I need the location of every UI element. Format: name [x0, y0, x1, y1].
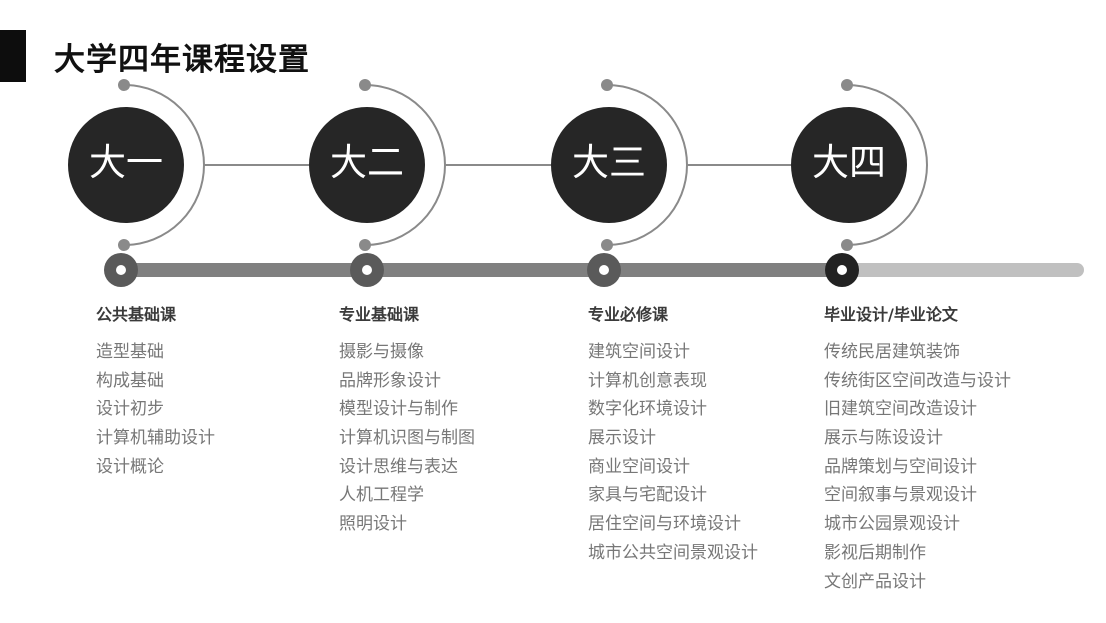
- year-arc: [846, 84, 928, 246]
- course-category-heading: 专业必修课: [588, 305, 669, 324]
- arc-end-dot: [118, 239, 130, 251]
- course-item: 家具与宅配设计: [588, 485, 707, 506]
- course-item: 传统街区空间改造与设计: [824, 370, 1011, 391]
- course-item: 城市公园景观设计: [824, 514, 960, 535]
- year-circle: [309, 107, 425, 223]
- course-category-heading: 公共基础课: [96, 305, 177, 324]
- year-circle: [68, 107, 184, 223]
- timeline-node-center: [837, 265, 847, 275]
- course-item: 计算机辅助设计: [96, 428, 215, 449]
- course-item: 造型基础: [96, 342, 164, 362]
- course-item: 展示与陈设设计: [824, 428, 943, 449]
- year-label: 大三: [572, 141, 646, 184]
- course-item: 设计思维与表达: [339, 456, 458, 477]
- timeline-node-center: [362, 265, 372, 275]
- course-item: 旧建筑空间改造设计: [824, 399, 977, 420]
- page-title: 大学四年课程设置: [54, 42, 310, 78]
- arc-end-dot: [841, 79, 853, 91]
- year-label: 大二: [330, 141, 404, 184]
- year-circle: [791, 107, 907, 223]
- course-item: 建筑空间设计: [588, 342, 690, 362]
- course-item: 展示设计: [588, 428, 656, 449]
- course-item: 居住空间与环境设计: [588, 514, 741, 535]
- course-item: 城市公共空间景观设计: [588, 542, 758, 563]
- course-item: 商业空间设计: [588, 456, 690, 477]
- course-item: 数字化环境设计: [588, 399, 707, 420]
- course-item: 照明设计: [339, 514, 407, 535]
- year-label: 大一: [89, 141, 163, 184]
- arc-end-dot: [841, 239, 853, 251]
- timeline-node-center: [116, 265, 126, 275]
- course-item: 设计初步: [96, 399, 164, 420]
- arc-end-dot: [359, 79, 371, 91]
- course-column: 专业基础课摄影与摄像品牌形象设计模型设计与制作计算机识图与制图设计思维与表达人机…: [339, 304, 475, 539]
- arc-end-dot: [601, 79, 613, 91]
- course-column: 公共基础课造型基础构成基础设计初步计算机辅助设计设计概论: [96, 304, 215, 481]
- course-item: 计算机创意表现: [588, 370, 707, 391]
- course-item: 品牌策划与空间设计: [824, 456, 977, 477]
- timeline-node-center: [599, 265, 609, 275]
- year-label: 大四: [812, 141, 886, 184]
- arc-end-dot: [601, 239, 613, 251]
- course-item: 人机工程学: [339, 485, 424, 506]
- course-column: 毕业设计/毕业论文传统民居建筑装饰传统街区空间改造与设计旧建筑空间改造设计展示与…: [824, 304, 1011, 596]
- course-item: 构成基础: [96, 370, 164, 391]
- course-item: 传统民居建筑装饰: [824, 342, 960, 362]
- course-column: 专业必修课建筑空间设计计算机创意表现数字化环境设计展示设计商业空间设计家具与宅配…: [588, 304, 758, 568]
- arc-end-dot: [359, 239, 371, 251]
- course-item: 文创产品设计: [824, 571, 926, 592]
- course-item: 品牌形象设计: [339, 370, 441, 391]
- course-item: 空间叙事与景观设计: [824, 485, 977, 506]
- title-accent-bar: [0, 30, 26, 82]
- course-item: 摄影与摄像: [339, 342, 424, 362]
- course-item: 影视后期制作: [824, 542, 926, 563]
- course-item: 计算机识图与制图: [339, 428, 475, 449]
- year-circle: [551, 107, 667, 223]
- course-item: 设计概论: [96, 456, 164, 477]
- arc-end-dot: [118, 79, 130, 91]
- course-category-heading: 专业基础课: [339, 305, 420, 324]
- course-category-heading: 毕业设计/毕业论文: [824, 305, 958, 324]
- course-item: 模型设计与制作: [339, 399, 458, 420]
